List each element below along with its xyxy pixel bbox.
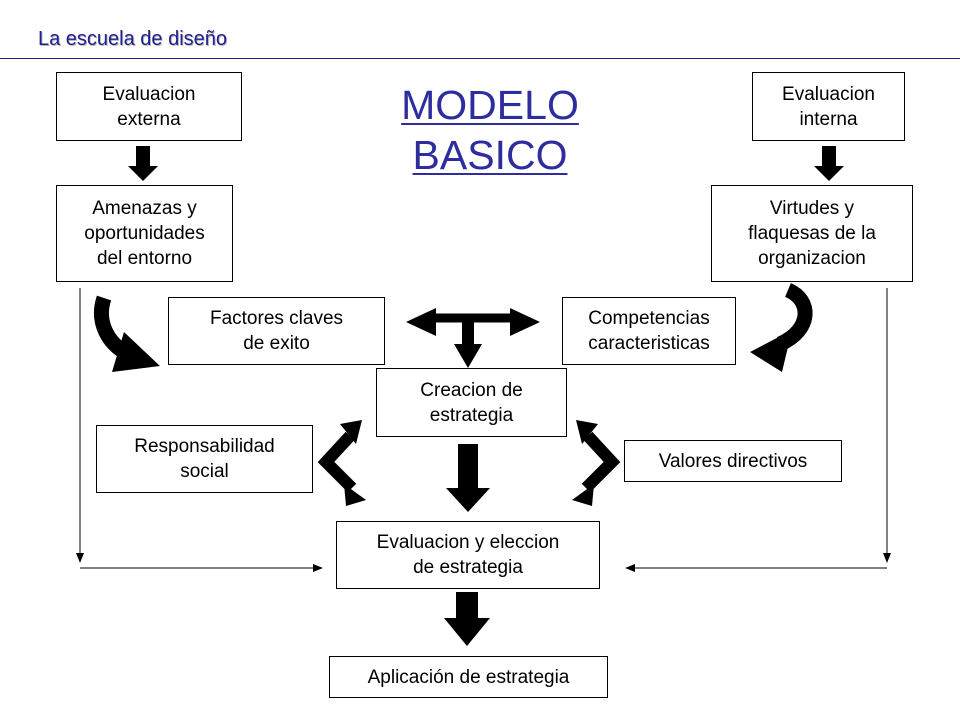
diagram-title: MODELO BASICO bbox=[380, 80, 600, 180]
box-text-line: Evaluacion y eleccion bbox=[376, 532, 560, 553]
arrow-interna-to-virtudes bbox=[814, 146, 844, 181]
box-text: Evaluacion y eleccion de estrategia bbox=[377, 530, 560, 580]
box-text-line: caracteristicas bbox=[588, 333, 710, 354]
box-text-line: de estrategia bbox=[413, 557, 523, 578]
box-text: Competencias caracteristicas bbox=[588, 306, 709, 356]
box-text: Responsabilidad social bbox=[134, 434, 275, 484]
box-aplicacion-estrategia: Aplicación de estrategia bbox=[329, 656, 608, 698]
box-responsabilidad-social: Responsabilidad social bbox=[96, 425, 313, 493]
box-text-line: Evaluacion bbox=[782, 83, 875, 105]
box-amenazas-oportunidades: Amenazas y oportunidades del entorno bbox=[56, 185, 233, 282]
header-divider bbox=[0, 58, 960, 59]
box-text-line: Factores claves bbox=[209, 308, 344, 329]
title-line-1: MODELO bbox=[401, 82, 579, 128]
box-text-line: flaquesas de la bbox=[748, 223, 876, 244]
box-text: Evaluacion externa bbox=[103, 82, 196, 132]
box-text-line: interna bbox=[799, 108, 858, 130]
header-title: La escuela de diseño bbox=[38, 28, 228, 50]
box-text-line: Evaluacion bbox=[102, 83, 196, 105]
arrow-eleccion-to-aplicacion bbox=[444, 592, 490, 646]
box-text-line: organizacion bbox=[758, 248, 866, 269]
box-valores-directivos: Valores directivos bbox=[624, 440, 842, 482]
box-text: Amenazas y oportunidades del entorno bbox=[84, 196, 204, 271]
box-text-line: Valores directivos bbox=[658, 450, 808, 472]
box-evaluacion-eleccion: Evaluacion y eleccion de estrategia bbox=[336, 521, 600, 589]
box-text: Valores directivos bbox=[659, 449, 808, 474]
box-competencias: Competencias caracteristicas bbox=[562, 297, 736, 365]
box-text: Factores claves de exito bbox=[210, 306, 343, 356]
chevron-arrows-responsabilidad bbox=[317, 420, 366, 506]
box-text-line: Aplicación de estrategia bbox=[367, 666, 570, 688]
arrow-externa-to-amenazas bbox=[128, 146, 158, 181]
box-text-line: oportunidades bbox=[84, 223, 205, 244]
box-creacion-estrategia: Creacion de estrategia bbox=[376, 368, 567, 437]
box-text: Creacion de estrategia bbox=[420, 378, 522, 428]
t-arrow-to-creacion bbox=[406, 308, 540, 368]
box-text-line: Amenazas y bbox=[92, 198, 197, 219]
box-text: Evaluacion interna bbox=[782, 82, 875, 132]
box-text-line: Competencias bbox=[588, 308, 710, 329]
chevron-arrows-valores bbox=[572, 420, 621, 506]
title-line-2: BASICO bbox=[412, 132, 568, 178]
box-evaluacion-externa: Evaluacion externa bbox=[56, 72, 242, 141]
box-text: Virtudes y flaquesas de la organizacion bbox=[748, 196, 876, 271]
box-text-line: Responsabilidad bbox=[134, 436, 275, 457]
box-evaluacion-interna: Evaluacion interna bbox=[752, 72, 905, 141]
box-text-line: Creacion de bbox=[420, 379, 523, 401]
box-text-line: Virtudes y bbox=[769, 198, 855, 219]
box-text-line: estrategia bbox=[429, 404, 514, 426]
arrow-creacion-to-eleccion bbox=[446, 444, 490, 512]
box-text-line: de exito bbox=[243, 333, 310, 354]
box-virtudes-flaquesas: Virtudes y flaquesas de la organizacion bbox=[711, 185, 913, 282]
box-factores-claves: Factores claves de exito bbox=[168, 297, 385, 365]
box-text-line: social bbox=[180, 461, 229, 482]
box-text-line: del entorno bbox=[96, 248, 193, 269]
box-text-line: externa bbox=[117, 108, 181, 130]
box-text: Aplicación de estrategia bbox=[368, 665, 570, 690]
